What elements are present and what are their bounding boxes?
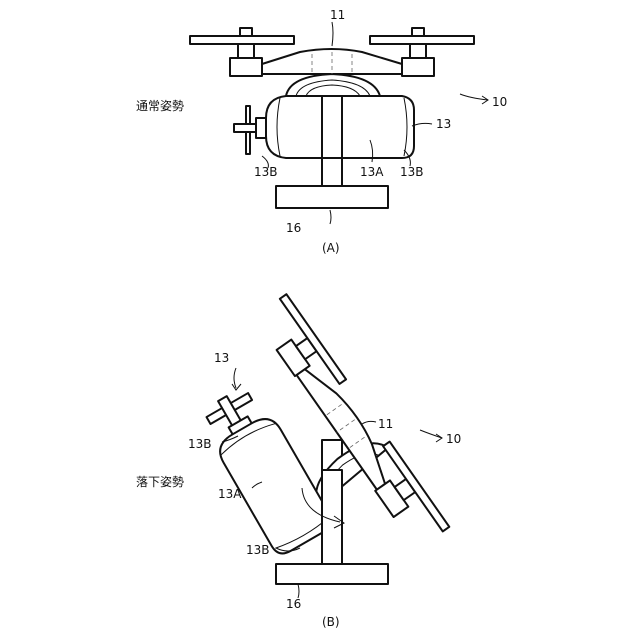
ref-13b-bottom-b: 13B [246,543,270,557]
posture-label-a: 通常姿勢 [136,98,184,113]
caption-a: (A) [322,241,340,255]
caption-b: (B) [322,615,340,629]
ref-10-b: 10 [446,432,461,446]
ref-11-a: 11 [330,8,345,22]
ref-13b-top-b: 13B [188,437,212,451]
figure-a: 11 10 13 13A 13B 13B 16 通常姿勢 (A) [136,8,507,255]
posture-label-b: 落下姿勢 [136,474,184,489]
unit-13-b [196,381,336,558]
ref-13a-b: 13A [218,487,242,501]
ref-10-a: 10 [492,95,507,109]
base-a [276,186,388,208]
ref-16-b: 16 [286,597,301,611]
ref-13-a: 13 [436,117,451,131]
ref-13b-left-a: 13B [254,165,278,179]
ref-13-b: 13 [214,351,229,365]
unit-13-a [234,96,414,158]
ref-13a-a: 13A [360,165,384,179]
base-b [276,564,388,584]
ref-13b-right-a: 13B [400,165,424,179]
ref-16-a: 16 [286,221,301,235]
ref-11-b: 11 [378,417,393,431]
figure-b: 13 11 10 13B 13A 13B 16 落下姿勢 (B) [136,294,461,629]
